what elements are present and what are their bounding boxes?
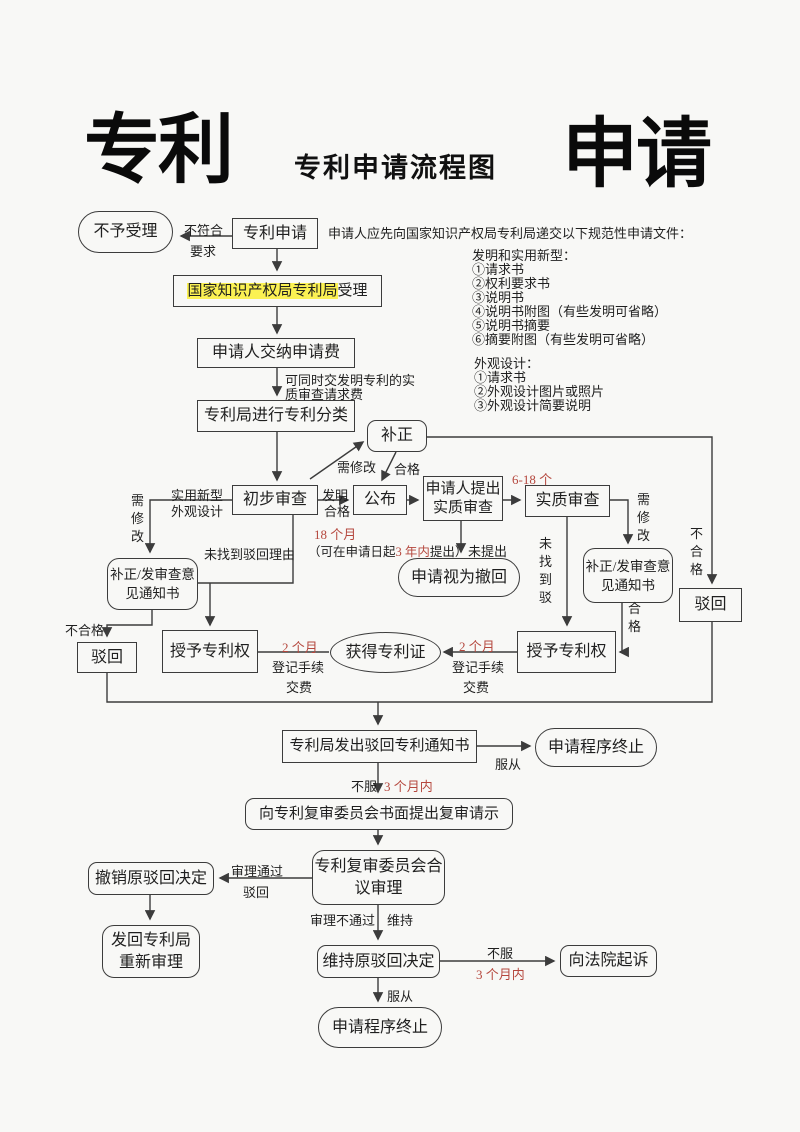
label-maintain: 维持	[387, 913, 414, 928]
node-sue-court: 向法院起诉	[560, 945, 657, 977]
label-3-months-top: 3 个月内	[384, 779, 433, 794]
node-grant-left: 授予专利权	[162, 630, 258, 673]
label-utility-model: 实用新型	[171, 488, 224, 503]
label-pay-left: 交费	[286, 680, 313, 695]
node-correction-notice-left: 补正/发审查意见通知书	[107, 558, 198, 610]
edge-noticeright-to-grantright	[618, 603, 629, 658]
edge-preliminary-to-grantleft-trunk	[198, 515, 294, 584]
edge-correction-to-publish	[381, 451, 397, 482]
node-deemed-withdrawn: 申请视为撤回	[398, 558, 520, 597]
node-correction-notice-right: 补正/发审查意见通知书	[583, 548, 673, 603]
node-patent-application: 专利申请	[232, 218, 318, 249]
label-6-18-months: 6-18 个	[512, 472, 553, 487]
label-unqualified-right: 不合格	[689, 526, 703, 577]
node-maintain-rejection: 维持原驳回决定	[317, 945, 440, 978]
node-certificate: 获得专利证	[330, 632, 441, 673]
label-need-modify-left: 需修改	[130, 493, 144, 544]
label-qualified-invention: 合格	[324, 504, 351, 519]
label-18-months: 18 个月	[314, 527, 357, 542]
node-board-review: 专利复审委员会合议审理	[312, 850, 445, 905]
edge-preliminary-to-correction	[309, 441, 365, 480]
note-intro: 申请人应先向国家知识产权局专利局递交以下规范性申请文件：	[328, 226, 693, 241]
node-not-accepted: 不予受理	[78, 211, 173, 253]
acceptance-rest: 受理	[337, 282, 368, 299]
label-review-pass: 审理通过	[231, 864, 284, 879]
label-obey-bottom: 服从	[387, 989, 414, 1004]
label-qualified-right: 合格	[627, 601, 641, 634]
note-design-title: 外观设计：	[474, 356, 540, 371]
note-invention-item: ②权利要求书	[472, 276, 551, 291]
big-title-left: 专利	[84, 108, 234, 193]
node-publish: 公布	[353, 485, 407, 515]
node-preliminary-exam: 初步审查	[232, 485, 318, 515]
node-reject-left: 驳回	[77, 642, 137, 673]
note-design-item: ②外观设计图片或照片	[474, 384, 605, 399]
label-review-pass-reject: 驳回	[243, 885, 270, 900]
node-substantive-exam: 实质审查	[525, 485, 610, 517]
label-invention: 发明	[322, 488, 349, 503]
note-invention-item: ①请求书	[472, 262, 525, 277]
node-request-substantive: 申请人提出实质审查	[423, 476, 503, 521]
label-qualified-diagonal: 合格	[394, 462, 421, 477]
label-unqualified-left: 不合格	[65, 623, 105, 638]
label-need-modify-right: 需修改	[636, 492, 650, 543]
label-appearance-design: 外观设计	[171, 504, 224, 519]
label-no-rejection-reason: 未找到驳回理由	[204, 547, 296, 562]
label-pay-right: 交费	[463, 680, 490, 695]
note-invention-item: ⑥摘要附图（有些发明可省略）	[472, 332, 655, 347]
label-2-months-right: 2 个月	[459, 639, 495, 654]
edge-preliminary-to-noticeleft	[144, 499, 232, 554]
edge-collector	[106, 622, 713, 703]
label-not-requested: 未提出	[468, 544, 508, 559]
note-design-item: ③外观设计简要说明	[474, 398, 592, 413]
edge-substantive-to-noticeright	[610, 499, 634, 545]
node-revoke-rejection: 撤销原驳回决定	[88, 862, 214, 895]
label-3-months-bottom: 3 个月内	[476, 967, 525, 982]
label-disobey-top: 不服	[351, 779, 378, 794]
node-reject-right: 驳回	[679, 588, 742, 622]
node-return-reexamine: 发回专利局重新审理	[102, 925, 200, 978]
note-invention-list: 发明和实用新型： ①请求书 ②权利要求书 ③说明书 ④说明书附图（有些发明可省略…	[472, 249, 667, 347]
note-invention-item: ④说明书附图（有些发明可省略）	[472, 304, 668, 319]
label-obey-top: 服从	[495, 757, 522, 772]
label-fee-note: 可同时交发明专利的实质审查请求费	[285, 373, 416, 402]
label-3-years-note: （可在申请日起3 年内提出）	[308, 545, 468, 559]
acceptance-highlight: 国家知识产权局专利局	[187, 282, 338, 299]
note-invention-title: 发明和实用新型：	[472, 248, 577, 263]
label-2-months-left: 2 个月	[282, 640, 318, 655]
node-pay-fee: 申请人交纳申请费	[197, 338, 355, 368]
label-register-left: 登记手续	[272, 660, 325, 675]
edge-noticeleft-to-rejectleft	[101, 610, 153, 638]
note-invention-item: ③说明书	[472, 290, 525, 305]
label-no-rejection-found-vertical: 未找到驳	[538, 536, 552, 605]
node-rejection-notice: 专利局发出驳回专利通知书	[282, 730, 477, 763]
label-need-modify-diagonal: 需修改	[337, 460, 377, 475]
node-correction-top: 补正	[367, 420, 427, 452]
big-title-right: 申请	[562, 112, 712, 197]
note-design-list: 外观设计： ①请求书 ②外观设计图片或照片 ③外观设计简要说明	[474, 357, 604, 413]
note-design-item: ①请求书	[474, 370, 527, 385]
node-classify: 专利局进行专利分类	[197, 400, 355, 432]
note-invention-item: ⑤说明书摘要	[472, 318, 551, 333]
label-requirement: 要求	[190, 244, 217, 259]
node-terminate-top: 申请程序终止	[535, 728, 657, 767]
node-reexam-request: 向专利复审委员会书面提出复审请示	[245, 798, 513, 830]
chart-title: 专利申请流程图	[294, 153, 497, 183]
label-disobey-bottom: 不服	[487, 946, 514, 961]
label-not-meet: 不符合	[184, 223, 224, 238]
node-grant-right: 授予专利权	[517, 631, 616, 673]
node-terminate-bottom: 申请程序终止	[318, 1007, 442, 1048]
edge-correction-to-rejectright	[427, 436, 718, 585]
node-acceptance: 国家知识产权局专利局受理	[173, 275, 382, 307]
label-review-fail: 审理不通过	[310, 913, 376, 928]
label-register-right: 登记手续	[452, 660, 505, 675]
